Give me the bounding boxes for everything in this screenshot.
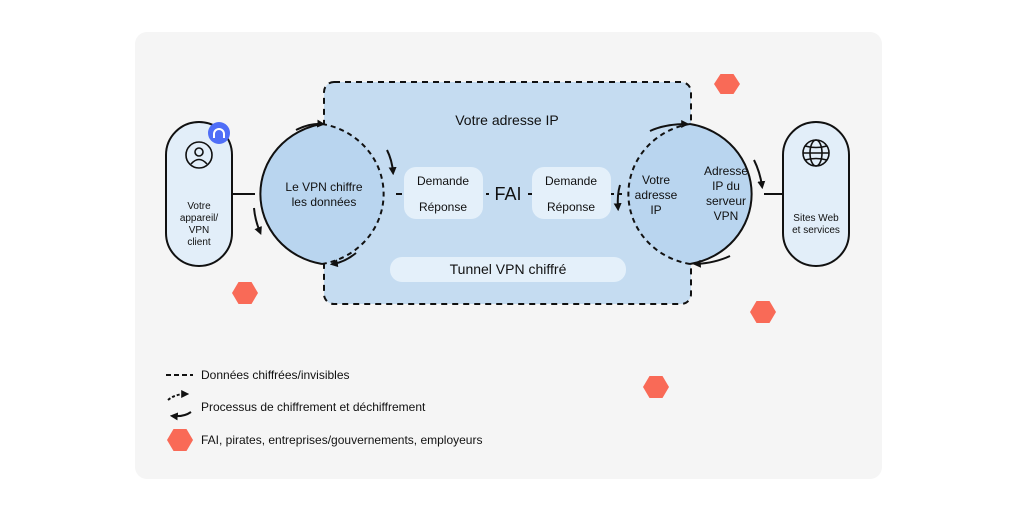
legend-process-icon xyxy=(167,390,192,421)
encryption-arrow-bottom xyxy=(329,252,357,268)
sites-label-line2: et services xyxy=(792,225,840,236)
client-device xyxy=(165,121,233,267)
server-ip-line4: VPN xyxy=(714,209,739,223)
left-response-text: Réponse xyxy=(419,200,467,214)
legend-threats-text: FAI, pirates, entreprises/gouvernements,… xyxy=(201,433,482,447)
encryption-arrow-top xyxy=(295,119,326,131)
decryption-arrow-right xyxy=(753,159,766,190)
legend-hexagon-icon xyxy=(167,429,193,451)
client-label-line2: appareil/ xyxy=(180,213,219,224)
left-request-pill xyxy=(404,167,483,219)
decryption-arrow-top xyxy=(649,120,690,132)
your-ip-line3: IP xyxy=(650,203,661,217)
client-label-line3: VPN xyxy=(189,225,210,236)
encryption-circle-solid xyxy=(259,123,323,265)
vpn-badge-icon xyxy=(208,122,230,144)
left-request-text: Demande xyxy=(417,174,469,188)
right-response-text: Réponse xyxy=(547,200,595,214)
tunnel-label-pill xyxy=(390,257,626,282)
encryption-arrow-right xyxy=(386,149,397,176)
legend-encrypted-text: Données chiffrées/invisibles xyxy=(201,368,350,382)
sites-label-line1: Sites Web xyxy=(793,213,839,224)
your-ip-title: Votre adresse IP xyxy=(455,112,559,128)
right-request-pill xyxy=(532,167,611,219)
server-ip-line2: IP du xyxy=(712,179,740,193)
globe-icon xyxy=(802,139,830,167)
your-ip-line2: adresse xyxy=(635,188,678,202)
decryption-arrow-bottom xyxy=(692,255,731,268)
threat-hexagon-icon xyxy=(714,74,740,94)
legend-process-text: Processus de chiffrement et déchiffremen… xyxy=(201,400,426,414)
isp-label: FAI xyxy=(494,184,521,204)
encrypt-label-line2: les données xyxy=(292,195,357,209)
client-label-line4: client xyxy=(187,237,211,248)
decryption-circle-dashed xyxy=(627,123,691,265)
client-label-line1: Votre xyxy=(187,201,211,212)
encryption-circle-dashed xyxy=(321,123,385,265)
decryption-circle-solid xyxy=(689,123,753,265)
decryption-arrow-left xyxy=(613,184,622,212)
server-ip-line3: serveur xyxy=(706,194,746,208)
tunnel-label: Tunnel VPN chiffré xyxy=(450,261,567,277)
your-ip-line1: Votre xyxy=(642,173,670,187)
threat-hexagon-icon xyxy=(643,376,669,398)
server-ip-line1: Adresse xyxy=(704,164,748,178)
threat-hexagon-icon xyxy=(750,301,776,323)
user-icon xyxy=(185,141,213,169)
encryption-arrow-left xyxy=(253,207,262,235)
right-request-text: Demande xyxy=(545,174,597,188)
threat-hexagon-icon xyxy=(232,282,258,304)
encrypt-label-line1: Le VPN chiffre xyxy=(285,180,362,194)
websites-device xyxy=(782,121,850,267)
